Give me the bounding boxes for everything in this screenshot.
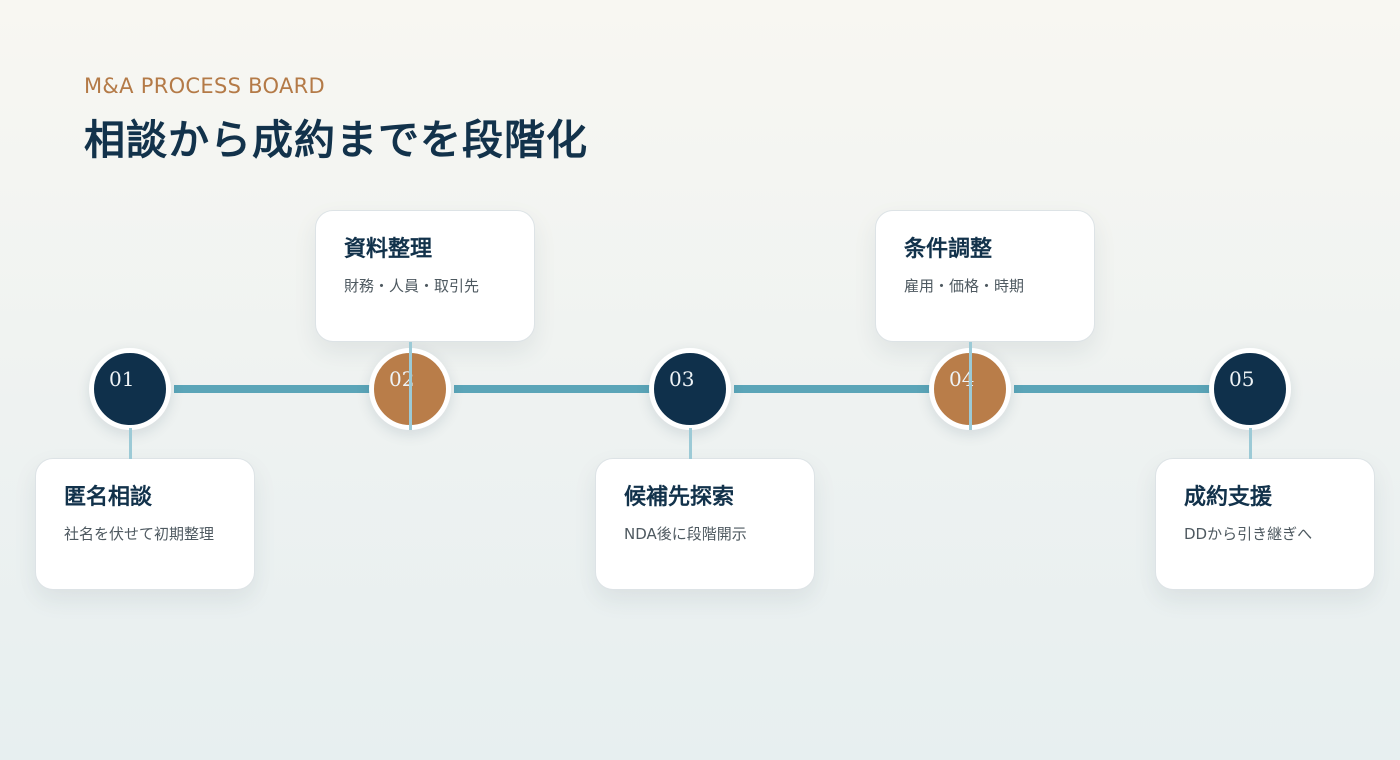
step-description: 社名を伏せて初期整理 [64, 525, 215, 544]
track-segment [454, 385, 650, 393]
step-number: 03 [669, 367, 695, 391]
step-title: 候補先探索 [624, 485, 735, 510]
track-segment [174, 385, 370, 393]
track-segment [1014, 385, 1210, 393]
step-title: 匿名相談 [64, 485, 153, 510]
step-description: NDA後に段階開示 [624, 525, 747, 544]
connector-line [968, 342, 972, 430]
connector-line [688, 428, 692, 459]
step-card-1: 匿名相談 社名を伏せて初期整理 [35, 458, 255, 590]
step-description: DDから引き継ぎへ [1184, 525, 1313, 544]
step-card-3: 候補先探索 NDA後に段階開示 [595, 458, 815, 590]
step-description: 雇用・価格・時期 [904, 277, 1025, 296]
page-title: 相談から成約までを段階化 [84, 116, 588, 164]
connector-line [128, 428, 132, 459]
step-title: 成約支援 [1184, 485, 1273, 510]
step-title: 条件調整 [904, 237, 993, 262]
step-card-2: 資料整理 財務・人員・取引先 [315, 210, 535, 342]
connector-line [1248, 428, 1252, 459]
connector-line [408, 342, 412, 430]
step-number: 05 [1229, 367, 1255, 391]
step-number: 01 [109, 367, 135, 391]
step-node-1: 01 [89, 348, 171, 430]
step-card-4: 条件調整 雇用・価格・時期 [875, 210, 1095, 342]
track-segment [734, 385, 930, 393]
step-title: 資料整理 [344, 237, 433, 262]
step-card-5: 成約支援 DDから引き継ぎへ [1155, 458, 1375, 590]
eyebrow-label: M&A PROCESS BOARD [84, 74, 326, 98]
step-node-3: 03 [649, 348, 731, 430]
step-description: 財務・人員・取引先 [344, 277, 480, 296]
step-node-5: 05 [1209, 348, 1291, 430]
